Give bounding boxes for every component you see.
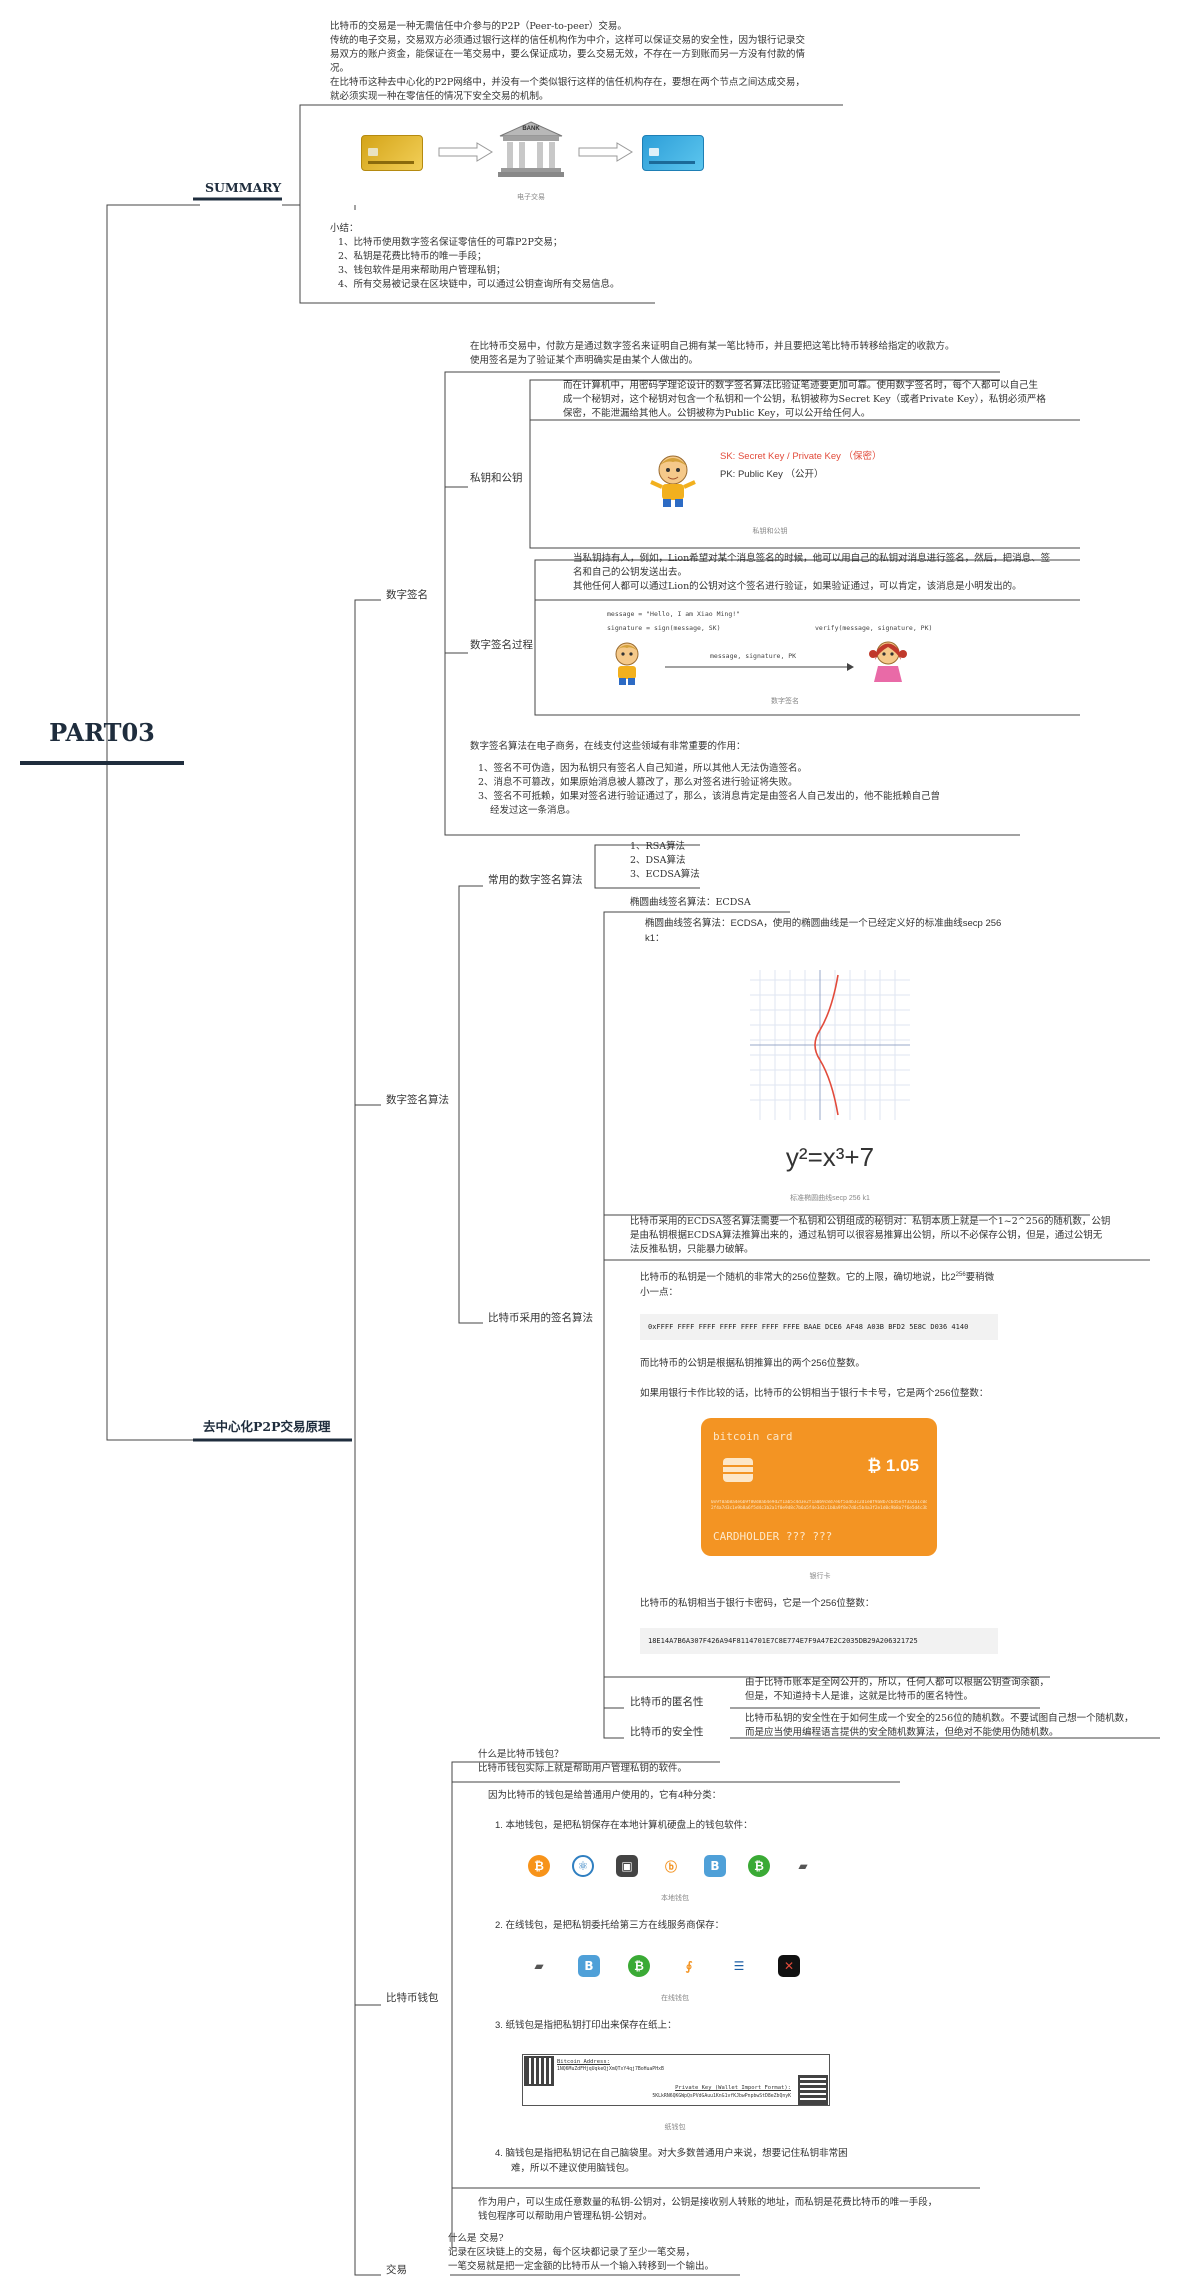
process-label: 数字签名过程 <box>470 639 533 651</box>
copay-icon: ∮ <box>678 1955 700 1977</box>
public-key-text: PK: Public Key （公开） <box>720 469 824 480</box>
ecdsa-text: 比特币采用的ECDSA签名算法需要一个私钥和公钥组成的秘钥对：私钥本质上就是一个… <box>630 1216 1111 1255</box>
gold-card-icon <box>361 135 423 171</box>
card-amount: ₿ 1.05 <box>867 1456 919 1475</box>
p2p-label: 去中心化P2P交易原理 <box>203 1419 331 1434</box>
summary-conclusion: 小结： 1、比特币使用数字签名保证零信任的可靠P2P交易； 2、私钥是花费比特币… <box>330 223 620 290</box>
paper-key: 5KLkRN6QKGWpQsPVdGAuu1KnG1vfKJbwPnpbwStD… <box>652 2094 791 2099</box>
bank-icon: BANK <box>498 120 564 178</box>
online-wallet-icons: ▰ B ₿ ∮ ☰ ✕ <box>528 1955 808 1981</box>
paper-wallet-text: 3. 纸钱包是指把私钥打印出来保存在纸上： <box>495 2020 677 2031</box>
keys-text: 而在计算机中，用密码学理论设计的数字签名算法比验证笔迹要更加可靠。使用数字签名时… <box>563 380 1046 419</box>
qr-code-icon <box>524 2056 554 2086</box>
shield-bitcoin-icon: B <box>578 1955 600 1977</box>
signature-label: 数字签名 <box>386 589 428 601</box>
anonymity-label: 比特币的匿名性 <box>630 1696 704 1708</box>
card-holder: CARDHOLDER ??? ??? <box>713 1530 833 1543</box>
privkey-hex: 0xFFFF FFFF FFFF FFFF FFFF FFFF FFFE BAA… <box>640 1314 998 1340</box>
process-text: 当私钥持有人，例如，Lion希望对某个消息签名的时候，他可以用自己的私钥对消息进… <box>573 553 1051 592</box>
secret-key-text: SK: Secret Key / Private Key （保密） <box>720 451 882 462</box>
privkey-text: 比特币的私钥是一个随机的非常大的256位整数。它的上限，确切地说，比2256要稍… <box>640 1272 995 1299</box>
signature-usage: 数字签名算法在电子商务，在线支付这些领域有非常重要的作用： 1、签名不可伪造，因… <box>470 741 941 816</box>
keys-caption: 私钥和公钥 <box>752 528 788 535</box>
arrow-label: message, signature, PK <box>710 652 797 660</box>
qr-code-icon <box>798 2075 828 2105</box>
signature-intro: 在比特币交易中，付款方是通过数字签名来证明自己拥有某一笔比特币，并且要把这笔比特… <box>470 341 955 366</box>
wallet-summary: 作为用户，可以生成任意数量的私钥-公钥对，公钥是接收别人转账的地址，而私钥是花费… <box>478 2197 938 2222</box>
wallet-intro: 什么是比特币钱包？ 比特币钱包实际上就是帮助用户管理私钥的软件。 <box>478 1749 688 1774</box>
process-diagram: message = "Hello, I am Xiao Ming!" signa… <box>605 608 995 708</box>
bankcard-text: 如果用银行卡作比较的话，比特币的公钥相当于银行卡卡号，它是两个256位整数： <box>640 1388 989 1399</box>
code-sign: signature = sign(message, SK) <box>607 624 721 632</box>
security-label: 比特币的安全性 <box>630 1726 704 1738</box>
curve-text: 椭圆曲线签名算法：ECDSA，使用的椭圆曲线是一个已经定义好的标准曲线secp … <box>645 918 1002 944</box>
card-brand: bitcoin card <box>713 1430 793 1443</box>
local-wallet-text: 1. 本地钱包，是把私钥保存在本地计算机硬盘上的钱包软件： <box>495 1820 753 1831</box>
online-wallet-caption: 在线钱包 <box>661 1995 689 2002</box>
card-caption: 银行卡 <box>809 1573 831 1580</box>
pubkey-text: 而比特币的公钥是根据私钥推算出的两个256位整数。 <box>640 1358 865 1369</box>
blockchain-icon: B <box>704 1855 726 1877</box>
paper-wallet: Bitcoin Address: 1NQ6MuZdFHjqUqkeQjXmQTx… <box>522 2054 830 2106</box>
wallet-icon: ▰ <box>792 1855 814 1877</box>
bank-text: BANK <box>522 126 540 132</box>
greenaddress-icon: ₿ <box>748 1855 770 1877</box>
curve-caption: 标准椭圆曲线secp 256 k1 <box>790 1195 870 1202</box>
blue-card-icon <box>642 135 704 171</box>
paper-wallet-caption: 纸钱包 <box>664 2124 686 2131</box>
bitcoin-algorithm-label: 比特币采用的签名算法 <box>488 1312 593 1324</box>
arrow-right-icon <box>438 142 493 162</box>
security-text: 比特币私钥的安全性在于如何生成一个安全的256位的随机数。不要试图自己想一个随机… <box>745 1713 1134 1738</box>
curve-label: 椭圆曲线签名算法：ECDSA <box>630 897 751 908</box>
tx-text: 什么是 交易? 记录在区块链上的交易，每个区块都记录了至少一笔交易， 一笔交易就… <box>448 2233 715 2272</box>
coinbase-icon: ☰ <box>728 1955 750 1977</box>
wallet-types-intro: 因为比特币的钱包是给普通用户使用的，它有4种分类： <box>488 1790 722 1801</box>
elliptic-curve-chart <box>750 970 910 1120</box>
paper-key-label: Private Key (Wallet Import Format): <box>675 2085 791 2091</box>
cartoon-boy-icon <box>607 640 647 690</box>
wallet-icon: ▰ <box>528 1955 550 1977</box>
local-wallet-caption: 本地钱包 <box>661 1895 689 1902</box>
local-wallet-icons: ₿ ⚛ ▣ ⓑ B ₿ ▰ <box>528 1855 828 1881</box>
summary-label: SUMMARY <box>205 180 282 195</box>
code-message: message = "Hello, I am Xiao Ming!" <box>607 610 741 618</box>
wallet-label: 比特币钱包 <box>386 1992 439 2004</box>
common-algorithms-list: 1、RSA算法 2、DSA算法 3、ECDSA算法 <box>630 841 700 880</box>
keys-label: 私钥和公钥 <box>470 472 523 484</box>
xapo-icon: ✕ <box>778 1955 800 1977</box>
armory-icon: ▣ <box>616 1855 638 1877</box>
green-bitcoin-icon: ₿ <box>628 1955 650 1977</box>
card-number: 0x9f0ab8a4e6b9f80d8ab4e9d2f1ab5c4d3e2f1a… <box>711 1500 927 1511</box>
cartoon-girl-icon <box>867 638 909 690</box>
arrow-right-icon <box>665 663 854 671</box>
bither-icon: ⓑ <box>660 1855 682 1877</box>
code-verify: verify(message, signature, PK) <box>815 624 933 632</box>
common-algorithms-label: 常用的数字签名算法 <box>488 874 583 886</box>
bitcoin-core-icon: ₿ <box>528 1855 550 1877</box>
online-wallet-text: 2. 在线钱包，是把私钥委托给第三方在线服务商保存： <box>495 1920 725 1931</box>
cartoon-boy-icon <box>648 452 698 512</box>
algorithms-label: 数字签名算法 <box>386 1094 449 1106</box>
password-hex: 18E14A7B6A307F426A94F8114701E7C8E774E7F9… <box>640 1628 998 1654</box>
keys-diagram: SK: Secret Key / Private Key （保密） PK: Pu… <box>640 430 900 540</box>
paper-address-label: Bitcoin Address: <box>557 2059 610 2065</box>
summary-diagram: BANK 电子交易 <box>355 112 715 207</box>
summary-intro: 比特币的交易是一种无需信任中介参与的P2P（Peer-to-peer）交易。 传… <box>330 21 806 102</box>
root-title: PART03 <box>49 718 155 747</box>
card-chip-icon <box>723 1458 753 1482</box>
brain-wallet-text: 4. 脑钱包是指把私钥记在自己脑袋里。对大多数普通用户来说，想要记住私钥非常困 … <box>495 2148 848 2174</box>
process-caption: 数字签名 <box>771 698 799 705</box>
paper-address: 1NQ6MuZdFHjqUqkeQjXmQTxY4qj7BoHuaPHxB <box>557 2067 664 2072</box>
summary-diagram-caption: 电子交易 <box>517 194 545 201</box>
tx-label: 交易 <box>386 2264 407 2276</box>
curve-formula: y²=x³+7 <box>785 1142 875 1172</box>
anonymity-text: 由于比特币账本是全网公开的，所以，任何人都可以根据公钥查询余额， 但是，不知道持… <box>745 1677 1050 1702</box>
password-text: 比特币的私钥相当于银行卡密码，它是一个256位整数： <box>640 1598 875 1609</box>
bitcoin-card: bitcoin card ₿ 1.05 0x9f0ab8a4e6b9f80d8a… <box>701 1418 937 1556</box>
electrum-icon: ⚛ <box>572 1855 594 1877</box>
arrow-right-icon <box>578 142 633 162</box>
